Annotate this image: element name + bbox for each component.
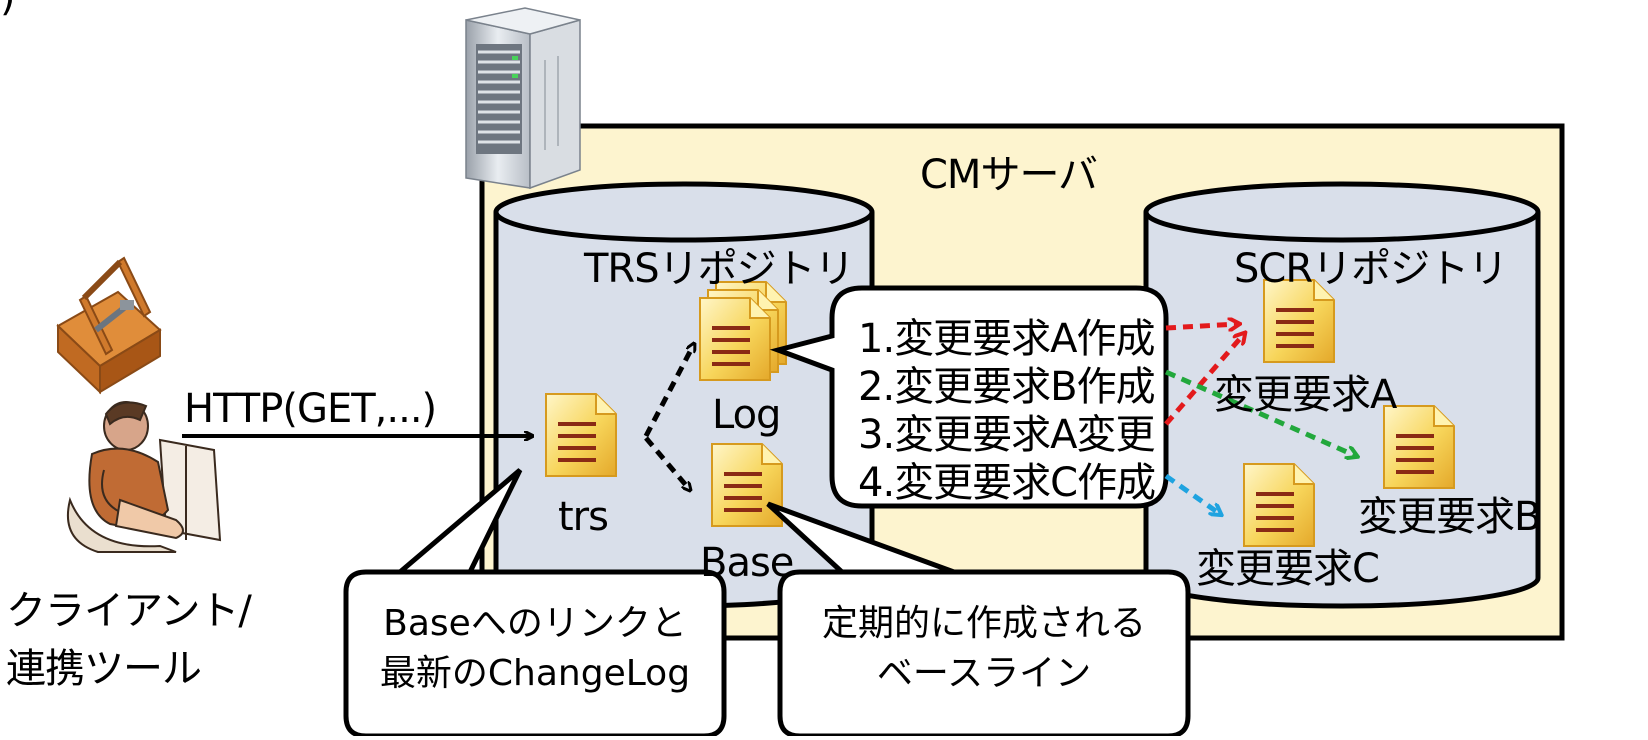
change-request-b-label: 変更要求B: [1358, 494, 1541, 540]
entry2-arrow: [1164, 369, 1356, 456]
trs-repository-title: TRSリポジトリ: [584, 246, 855, 292]
log-doc-label: Log: [712, 392, 781, 438]
scr-repository-title: SCRリポジトリ: [1234, 246, 1508, 292]
log-document-stack-icon: [698, 280, 788, 382]
changelog-entry-4: 4.変更要求C作成: [858, 460, 1156, 506]
client-label-line1: クライアント/: [6, 588, 252, 634]
person-at-computer-icon: [66, 401, 222, 553]
changelog-entry-2: 2.変更要求B作成: [858, 364, 1156, 410]
entry3-arrow: [1164, 334, 1244, 426]
server-icon: [465, 7, 581, 190]
changelog-entry-1: 1.変更要求A作成: [858, 316, 1156, 362]
toolbox-icon: [56, 256, 162, 395]
entry4-arrow: [1164, 473, 1220, 514]
changelog-entry-3: 3.変更要求A変更: [858, 412, 1156, 458]
trs-callout-line2: 最新のChangeLog: [379, 653, 691, 694]
change-request-c-label: 変更要求C: [1196, 546, 1380, 592]
client-label-line2: 連携ツール: [6, 646, 202, 692]
change-request-c-document-icon: [1242, 462, 1316, 548]
trs-callout-line1: Baseへのリンクと: [383, 603, 687, 644]
cm-server-title: CMサーバ: [920, 152, 1098, 198]
trs-document-icon: [544, 392, 618, 478]
change-request-a-label: 変更要求A: [1214, 372, 1397, 418]
changelog-bubble: [769, 285, 1169, 509]
header-fragment: ): [0, 0, 16, 20]
entry1-arrow: [1165, 324, 1238, 328]
base-doc-label: Base: [700, 540, 794, 586]
base-document-icon: [710, 442, 784, 528]
http-label: HTTP(GET,...): [184, 386, 437, 432]
trs-to-log-arrow: [643, 344, 694, 438]
base-callout-line1: 定期的に作成される: [821, 603, 1146, 644]
trs-to-base-arrow: [644, 436, 690, 490]
base-callout-line2: ベースライン: [876, 653, 1092, 694]
trs-doc-label: trs: [558, 494, 609, 540]
